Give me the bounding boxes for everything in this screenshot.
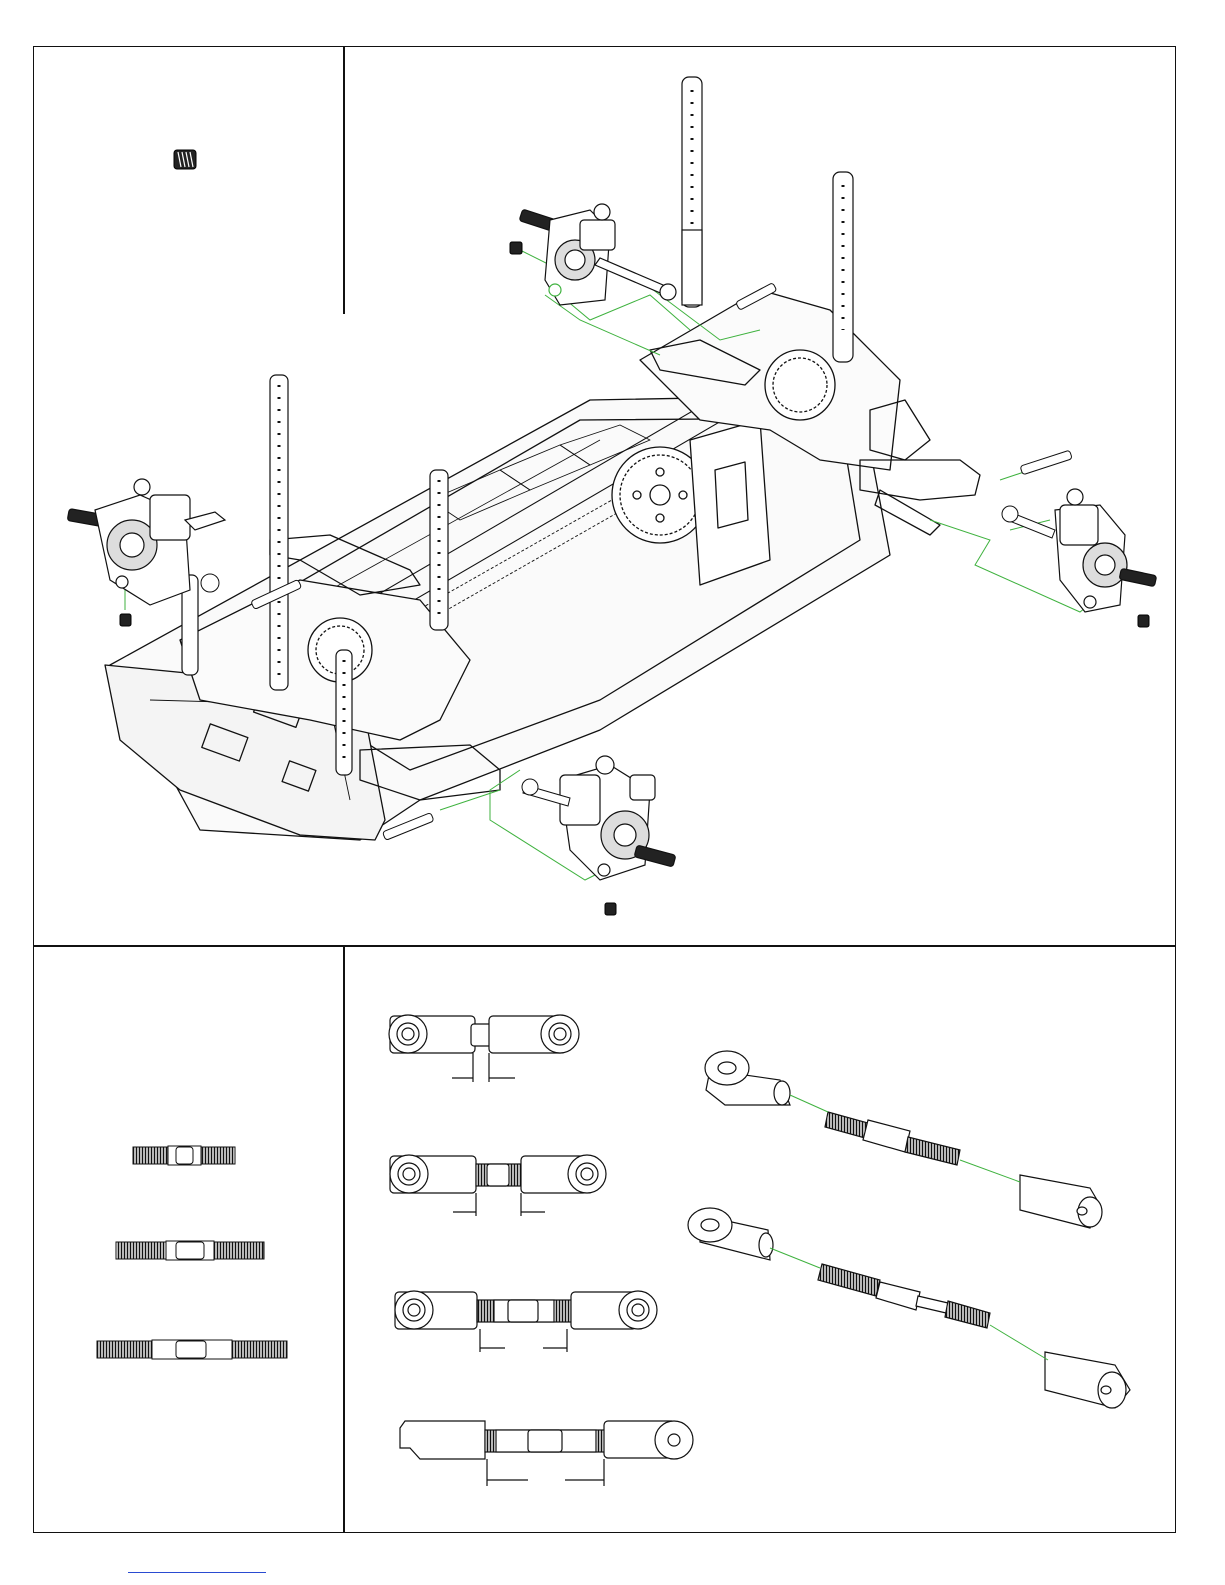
link-assembly-1 xyxy=(389,1015,579,1082)
exploded-link-upper xyxy=(705,1051,1102,1228)
link-assembly-3 xyxy=(395,1291,657,1352)
link-assembly-2 xyxy=(390,1155,606,1216)
exploded-link-lower xyxy=(688,1208,1130,1408)
link-assembly-4 xyxy=(400,1421,693,1486)
footer-link[interactable] xyxy=(128,1572,266,1574)
